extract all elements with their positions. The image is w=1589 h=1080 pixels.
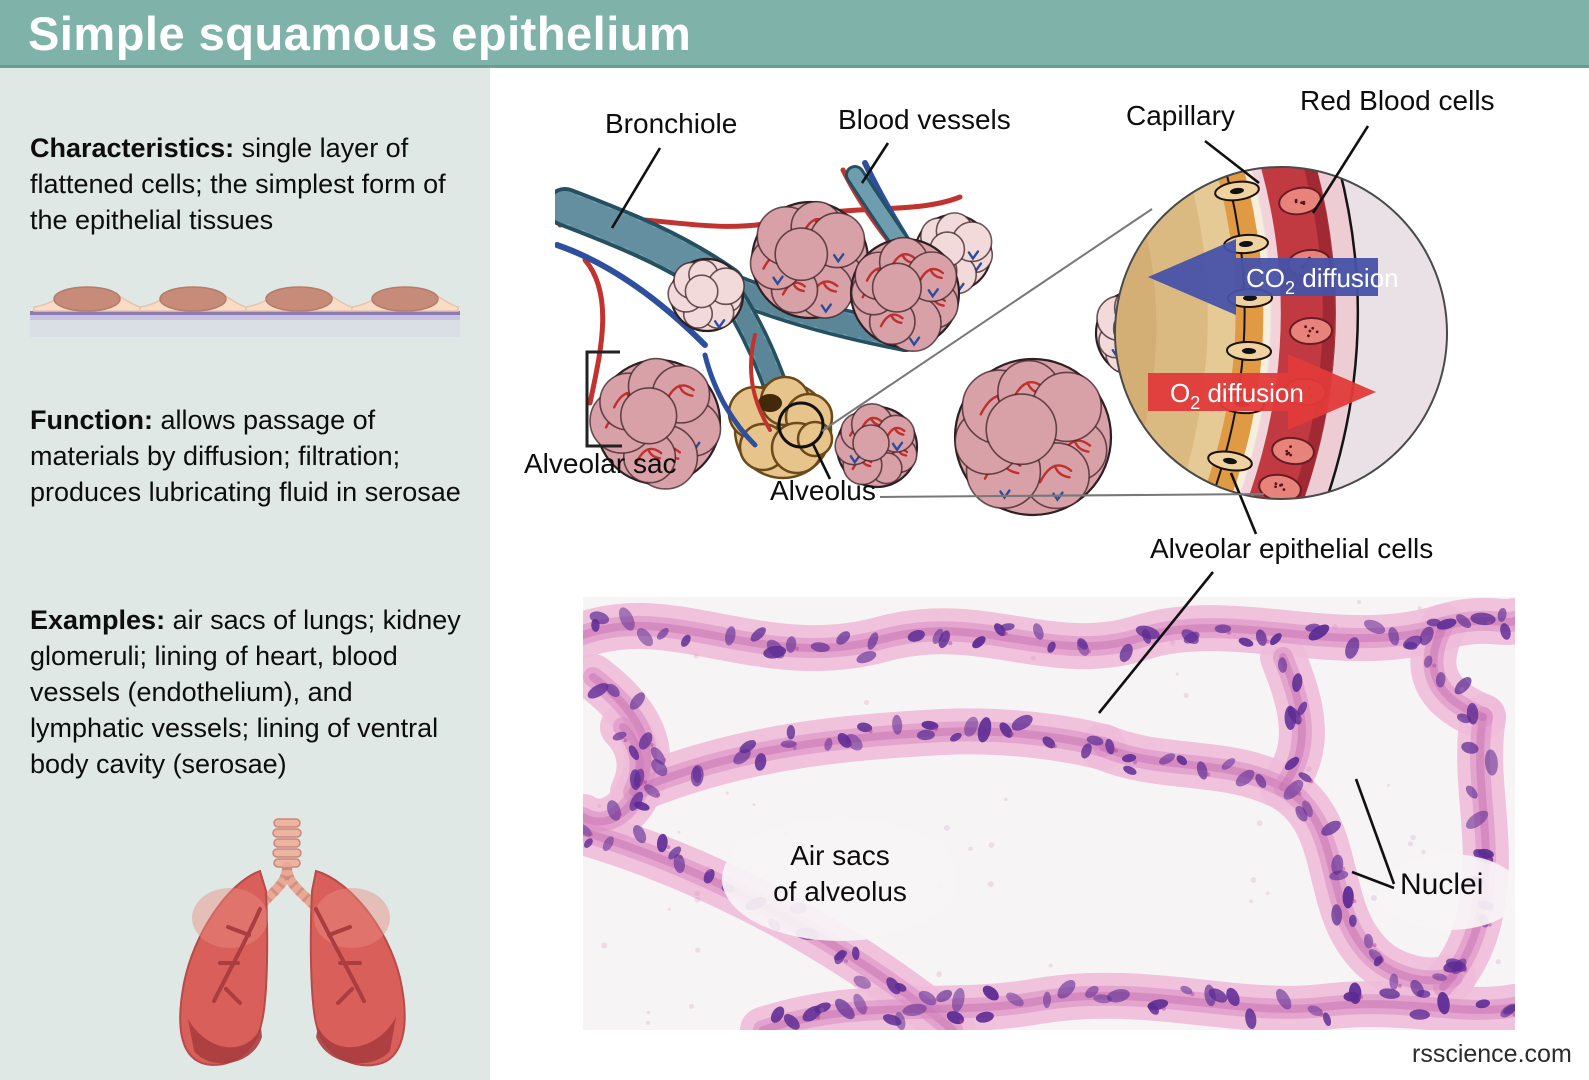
label-alveolus: Alveolus bbox=[770, 475, 876, 506]
label-alveolar-sac: Alveolar sac bbox=[524, 448, 677, 479]
o2-diffusion-arrow bbox=[1148, 354, 1376, 430]
label-alveolar-epithelial-cells: Alveolar epithelial cells bbox=[1150, 533, 1434, 564]
function-paragraph: Function: allows passage of materials by… bbox=[30, 402, 462, 510]
co2-diffusion-label: CO2 diffusion bbox=[1246, 263, 1399, 298]
examples-paragraph: Examples: air sacs of lungs; kidney glom… bbox=[30, 602, 462, 782]
o2-diffusion-label: O2 diffusion bbox=[1170, 378, 1304, 413]
characteristics-text: single layer of flattened cells; the sim… bbox=[30, 133, 446, 235]
label-bronchiole: Bronchiole bbox=[605, 108, 738, 139]
examples-text: air sacs of lungs; kidney glomeruli; lin… bbox=[30, 605, 461, 779]
watermark: rsscience.com bbox=[1412, 1040, 1572, 1068]
co2-diffusion-arrow bbox=[1148, 239, 1378, 315]
examples-label: Examples: bbox=[30, 605, 166, 635]
characteristics-paragraph: Characteristics: single layer of flatten… bbox=[30, 130, 462, 238]
label-capillary: Capillary bbox=[1126, 100, 1235, 131]
label-red-blood-cells: Red Blood cells bbox=[1300, 85, 1495, 116]
function-label: Function: bbox=[30, 405, 153, 435]
lungs-illustration bbox=[179, 818, 406, 1067]
squamous-cells-illustration bbox=[30, 286, 460, 337]
sidebar: Characteristics: single layer of flatten… bbox=[0, 68, 490, 1080]
capillary-inset-illustration: CO2 diffusion O2 diffusion bbox=[1114, 166, 1448, 500]
title-bar: Simple squamous epithelium bbox=[0, 0, 1589, 68]
label-air-sacs: Air sacs of alveolus bbox=[773, 840, 907, 907]
characteristics-label: Characteristics: bbox=[30, 133, 235, 163]
label-blood-vessels: Blood vessels bbox=[838, 104, 1011, 135]
lung-histology-micrograph bbox=[583, 597, 1515, 1030]
function-text: allows passage of materials by diffusion… bbox=[30, 405, 461, 507]
label-nuclei: Nuclei bbox=[1400, 868, 1484, 901]
page-title: Simple squamous epithelium bbox=[28, 7, 692, 60]
